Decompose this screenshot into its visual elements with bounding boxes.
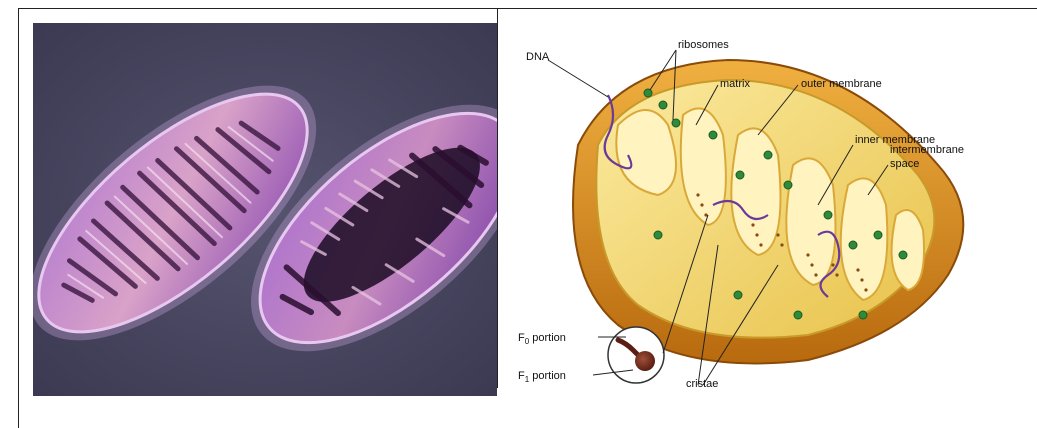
label-matrix: matrix bbox=[720, 78, 750, 90]
mitochondrion-labeled-diagram: DNA ribosomes matrix outer membrane inne… bbox=[508, 35, 1004, 393]
label-ribosomes: ribosomes bbox=[678, 39, 729, 51]
atp-synthase-inset bbox=[608, 327, 664, 383]
label-intermembrane-space: space bbox=[890, 158, 919, 170]
label-outer-membrane: outer membrane bbox=[801, 78, 882, 90]
label-dna: DNA bbox=[526, 51, 550, 63]
label-intermembrane: intermembrane bbox=[890, 144, 964, 156]
label-cristae: cristae bbox=[686, 378, 718, 390]
top-border-line bbox=[18, 8, 1037, 9]
mitochondria-micrograph-image bbox=[33, 23, 497, 396]
left-border-line bbox=[18, 8, 19, 428]
middle-divider-line bbox=[497, 8, 498, 388]
